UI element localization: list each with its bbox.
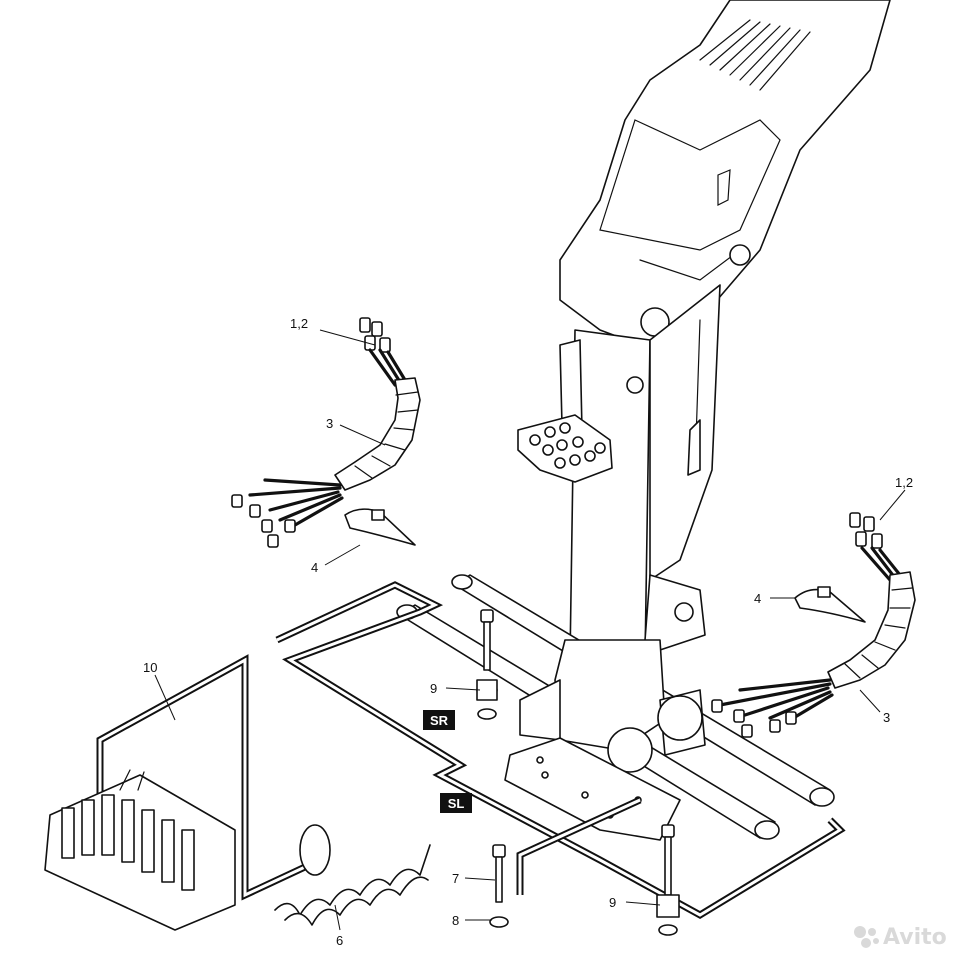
watermark-text: Avito bbox=[883, 925, 947, 950]
watermark: Avito bbox=[854, 925, 947, 950]
right-hose-fittings-top bbox=[849, 512, 883, 549]
tag-sr: SR bbox=[423, 710, 455, 730]
swing-column bbox=[559, 284, 721, 661]
tag-sl-label: SL bbox=[448, 796, 465, 811]
left-cable-tie bbox=[344, 508, 416, 546]
tag-sl-box bbox=[440, 793, 472, 813]
callout-9-upper: 9 bbox=[430, 681, 437, 696]
hose-manifold-plate bbox=[517, 414, 613, 483]
callout-3-left: 3 bbox=[326, 416, 333, 431]
avito-logo-icon bbox=[854, 926, 879, 948]
callout-1-2-left: 1,2 bbox=[290, 316, 308, 331]
left-hose-fittings-top bbox=[359, 317, 391, 353]
spiral-wrap-part bbox=[274, 824, 431, 926]
callout-4-left: 4 bbox=[311, 560, 318, 575]
leader-lines bbox=[154, 329, 906, 931]
boom-hose-bundle bbox=[699, 19, 811, 91]
callout-9-lower: 9 bbox=[609, 895, 616, 910]
callout-labels: 1,2 3 4 10 9 7 8 9 6 1,2 4 3 bbox=[143, 316, 913, 948]
swing-hub bbox=[504, 639, 706, 841]
callout-7: 7 bbox=[452, 871, 459, 886]
hose-routing-outline bbox=[96, 581, 846, 920]
tag-sr-box bbox=[423, 710, 455, 730]
callout-1-2-right: 1,2 bbox=[895, 475, 913, 490]
boom-arm bbox=[559, 0, 891, 346]
tag-sl: SL bbox=[440, 793, 472, 813]
right-spiral-guard bbox=[827, 571, 916, 689]
callout-4-right: 4 bbox=[754, 591, 761, 606]
callout-10: 10 bbox=[143, 660, 157, 675]
tag-sr-label: SR bbox=[430, 713, 449, 728]
washer-8 bbox=[489, 916, 509, 928]
lower-bolt-7 bbox=[489, 844, 509, 928]
callout-3-right: 3 bbox=[883, 710, 890, 725]
left-hose-bundle bbox=[231, 317, 421, 548]
right-hose-bundle bbox=[711, 512, 916, 738]
right-cable-tie bbox=[794, 588, 866, 623]
callout-6: 6 bbox=[336, 933, 343, 948]
left-spiral-guard bbox=[334, 377, 421, 491]
left-hose-fittings-side bbox=[231, 494, 296, 548]
upper-bolt-stack bbox=[476, 609, 498, 720]
control-valve-block bbox=[44, 769, 236, 931]
lower-bolt-stack bbox=[656, 824, 680, 936]
callout-8: 8 bbox=[452, 913, 459, 928]
right-hose-fittings-side bbox=[711, 699, 797, 738]
